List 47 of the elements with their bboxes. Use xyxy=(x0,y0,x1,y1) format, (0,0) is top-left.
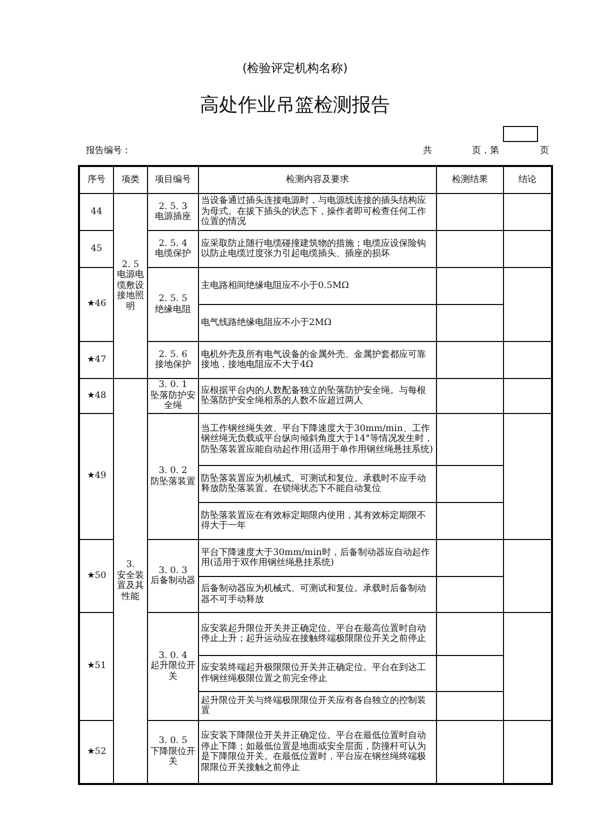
column-header: 检测结果 xyxy=(452,174,488,186)
requirement-text: 应安装终端起升极限限位开关并正确定位。平台在到达工作钢丝绳极限位置之前完全停止 xyxy=(201,663,427,684)
requirement-text: 应采取防止随行电缆碰撞建筑物的措施；电缆应设保险钩以防止电缆过度张力引起电缆插头、插座的损坏 xyxy=(201,238,427,260)
cell-text: ★48 xyxy=(86,390,106,402)
cell-text: ★49 xyxy=(86,471,106,482)
cell-text: 2. 5. 5 绝缘电阻 xyxy=(155,294,191,315)
cell-text: 3. 0. 1 坠落防护安全绳 xyxy=(150,380,196,412)
cell-text: ★51 xyxy=(86,661,106,672)
org-name-heading: (检验评定机构名称) xyxy=(241,60,349,77)
requirement-text: 起升限位开关与终端极限限位开关应有各自独立的控制装置 xyxy=(201,696,427,716)
page-total-label: 共 xyxy=(423,144,432,157)
cell-text: 44 xyxy=(90,206,102,218)
requirement-text: 主电路相间绝缘电阻应不小于0.5MΩ xyxy=(201,280,349,292)
cell-text: 45 xyxy=(90,244,102,254)
report-title: 高处作业吊篮检测报告 xyxy=(199,93,391,118)
column-header: 结论 xyxy=(518,174,536,186)
requirement-text: 防坠落装置应为机械式、可测试和复位。承载时不应手动释放防坠落装置。在锁绳状态下不能自动复位 xyxy=(201,474,427,494)
requirement-text: 应安装下降限位开关并正确定位。平台在最低位置时自动停止下降；如最低位置是地面或安全层面，防撞杆可认为是下降限位开关。在最低位置时，平台应在钢丝绳终端极限限位开关接触之前停止 xyxy=(201,731,427,773)
requirement-text: 应根据平台内的人数配备独立的坠落防护安全绳。与每根坠落防护安全绳相系的人数不应超过两人 xyxy=(201,386,427,406)
requirement-text: 后备制动器应为机械式、可测试和复位。承载时后备制动器不可手动释放 xyxy=(201,584,427,605)
cell-text: 3. 0. 2 防坠落装置 xyxy=(150,466,196,487)
requirement-text: 平台下降速度大于30mm/min时，后备制动器应自动起作用(适用于双作用钢丝绳悬挂系统) xyxy=(201,548,431,568)
requirement-text: 当设备通过插头连接电源时，与电源线连接的插头结构应为母式。在拔下插头的状态下，操作者即可检查任何工作位置的情况 xyxy=(201,196,427,228)
requirement-text: 应安装起升限位开关并正确定位。平台在最高位置时自动停止上升；起升运动应在接触终端极限限位开关之前停止 xyxy=(201,624,427,644)
requirement-text: 当工作钢丝绳失效、平台下降速度大于30mm/min、工作钢丝绳无负载或平台纵向倾斜角度大于14°等情况发生时，防坠落装置应能自动起作用(适用于单作用钢丝绳悬挂系统) xyxy=(201,424,434,456)
column-header: 项目编号 xyxy=(155,174,191,186)
column-header: 检测内容及要求 xyxy=(286,174,349,186)
column-header: 项类 xyxy=(122,174,140,186)
report-number-label: 报告编号： xyxy=(86,144,131,157)
cell-text: 2. 5. 4 电缆保护 xyxy=(155,238,191,260)
requirement-text: 防坠落装置应在有效标定期限内使用，其有效标定期限不得大于一年 xyxy=(201,510,427,532)
cell-text: ★47 xyxy=(86,354,106,366)
cell-text: 3. 0. 4 起升限位开关 xyxy=(150,650,196,682)
cell-text: 2. 5. 6 接地保护 xyxy=(155,350,191,370)
cell-text: 3. 0. 3 后备制动器 xyxy=(150,566,196,586)
cell-text: ★46 xyxy=(86,299,106,310)
cell-text: 3. 0. 5 下降限位开关 xyxy=(150,736,196,768)
cell-text: ★50 xyxy=(86,570,106,582)
requirement-text: 电机外壳及所有电气设备的金属外壳、金属护套都应可靠接地，接地电阻应不大于4Ω xyxy=(201,350,427,370)
cell-text: 2. 5 电源电缆敷设接地照明 xyxy=(116,260,145,312)
cell-text: 2. 5. 3 电源插座 xyxy=(155,202,191,222)
page-label: 页 xyxy=(540,145,549,157)
page-label: 页，第 xyxy=(472,144,499,157)
column-header: 序号 xyxy=(88,174,106,186)
cell-text: 3. 安全装置及其性能 xyxy=(116,560,145,602)
requirement-text: 电气线路绝缘电阻应不小于2MΩ xyxy=(201,318,332,328)
cell-text: ★52 xyxy=(86,746,106,758)
